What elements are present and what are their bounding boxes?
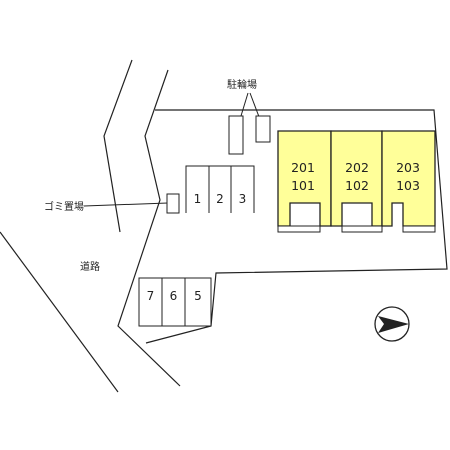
north-arrow-icon — [374, 306, 410, 342]
building-units — [277, 130, 436, 233]
building-unit-2-balcony — [341, 225, 383, 233]
road-edge-lower-left — [0, 231, 119, 393]
parking-space-6: 6 — [170, 289, 178, 303]
parking-lower-outline — [138, 277, 212, 327]
garbage-box — [166, 193, 180, 214]
parking-upper: 1 2 3 — [185, 165, 255, 213]
site-boundary — [145, 109, 448, 344]
garbage-area-label: ゴミ置場 — [44, 200, 84, 213]
parking-lower: 7 6 5 — [138, 277, 212, 327]
bicycle-parking: 駐輪場 — [227, 78, 271, 155]
building-unit-3-balcony — [402, 225, 436, 233]
bicycle-rack-left — [228, 115, 244, 155]
road-edge-right — [117, 69, 181, 387]
parking-space-2: 2 — [216, 192, 224, 206]
bicycle-rack-right — [255, 115, 271, 143]
road-label: 道路 — [80, 260, 100, 273]
unit-201: 201 — [291, 160, 315, 175]
parking-space-1: 1 — [194, 192, 202, 206]
parking-space-7: 7 — [147, 289, 155, 303]
unit-203: 203 — [396, 160, 420, 175]
building-unit-3 — [381, 130, 436, 227]
building-unit-1-balcony — [277, 225, 321, 233]
parking-upper-outline — [185, 165, 255, 213]
unit-202: 202 — [345, 160, 369, 175]
unit-101: 101 — [291, 178, 315, 193]
parking-space-3: 3 — [239, 192, 247, 206]
unit-103: 103 — [396, 178, 420, 193]
road-edges — [0, 59, 181, 393]
garbage-area: ゴミ置場 — [44, 193, 180, 214]
parking-space-5: 5 — [194, 289, 202, 303]
garbage-leader — [83, 202, 169, 207]
unit-102: 102 — [345, 178, 369, 193]
bicycle-parking-label: 駐輪場 — [227, 78, 257, 91]
unit-numbers: 201 101 202 102 203 103 — [291, 160, 420, 193]
road-edge-upper-left — [103, 59, 133, 233]
